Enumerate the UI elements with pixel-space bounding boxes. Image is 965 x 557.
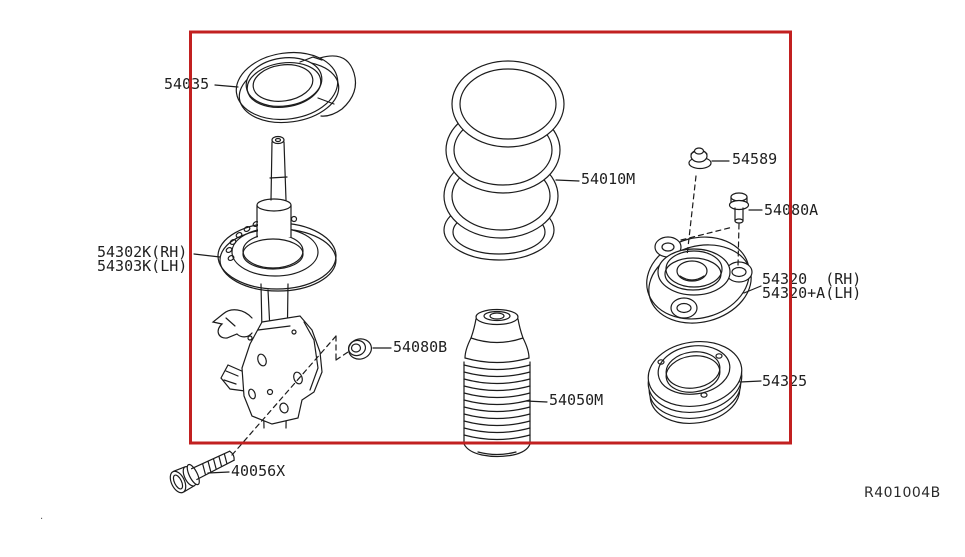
part-label-40056x: 40056X [231,462,286,480]
part-label-54325: 54325 [762,372,808,390]
part-label-54320a: 54320+A(LH) [762,284,862,302]
bolt-b-drawing [169,450,235,494]
dust-boot-drawing [463,308,531,458]
part-label-54010m: 54010M [581,170,636,188]
part-label-54080b: 54080B [393,338,448,356]
spring-seat-rubber-drawing [235,51,357,124]
part-label-54080a: 54080A [764,201,819,219]
part-label-54303k: 54303K(LH) [97,257,188,275]
part-label-54302k: 54302K(RH) [97,243,188,261]
artifact-mark: . [40,511,44,522]
bearing-drawing [647,341,743,424]
part-label-54589: 54589 [732,150,778,168]
grommet-drawing [347,338,373,360]
bolt-a-drawing [728,192,750,224]
reference-code: R401004B [864,485,941,501]
part-label-54050m: 54050M [549,391,604,409]
part-label-54035: 54035 [164,75,210,93]
strut-assembly-drawing [211,135,337,429]
nut-drawing [688,147,712,170]
coil-spring-drawing [443,60,565,261]
strut-mount-drawing [646,236,753,324]
